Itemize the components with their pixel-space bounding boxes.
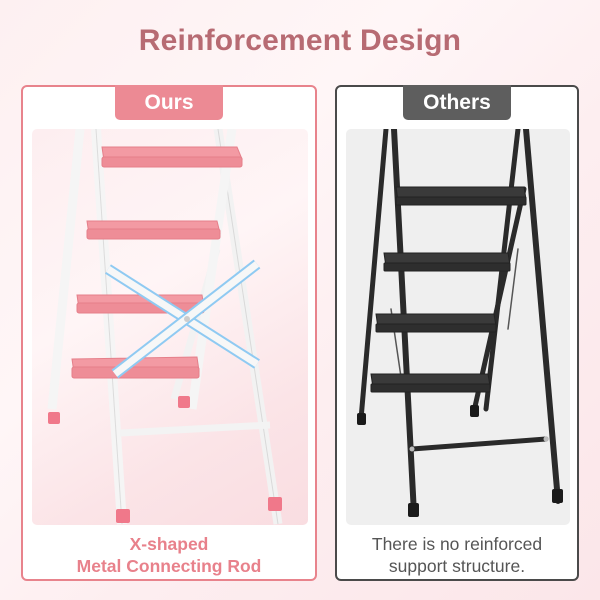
others-ladder-image	[346, 129, 570, 525]
ours-caption-line2: Metal Connecting Rod	[76, 556, 262, 576]
ours-badge: Ours	[115, 85, 223, 120]
page-title: Reinforcement Design	[138, 24, 462, 57]
others-caption-line1: There is no reinforced	[371, 534, 543, 554]
others-badge: Others	[403, 85, 511, 120]
ours-caption: X-shaped Metal Connecting Rod	[23, 533, 315, 577]
ours-ladder-image	[32, 129, 308, 525]
others-caption-line2: support structure.	[388, 556, 526, 576]
ours-card: Ours	[21, 85, 317, 581]
ours-caption-line1: X-shaped	[129, 534, 209, 554]
others-card: Others	[335, 85, 579, 581]
others-caption: There is no reinforced support structure…	[337, 533, 577, 577]
